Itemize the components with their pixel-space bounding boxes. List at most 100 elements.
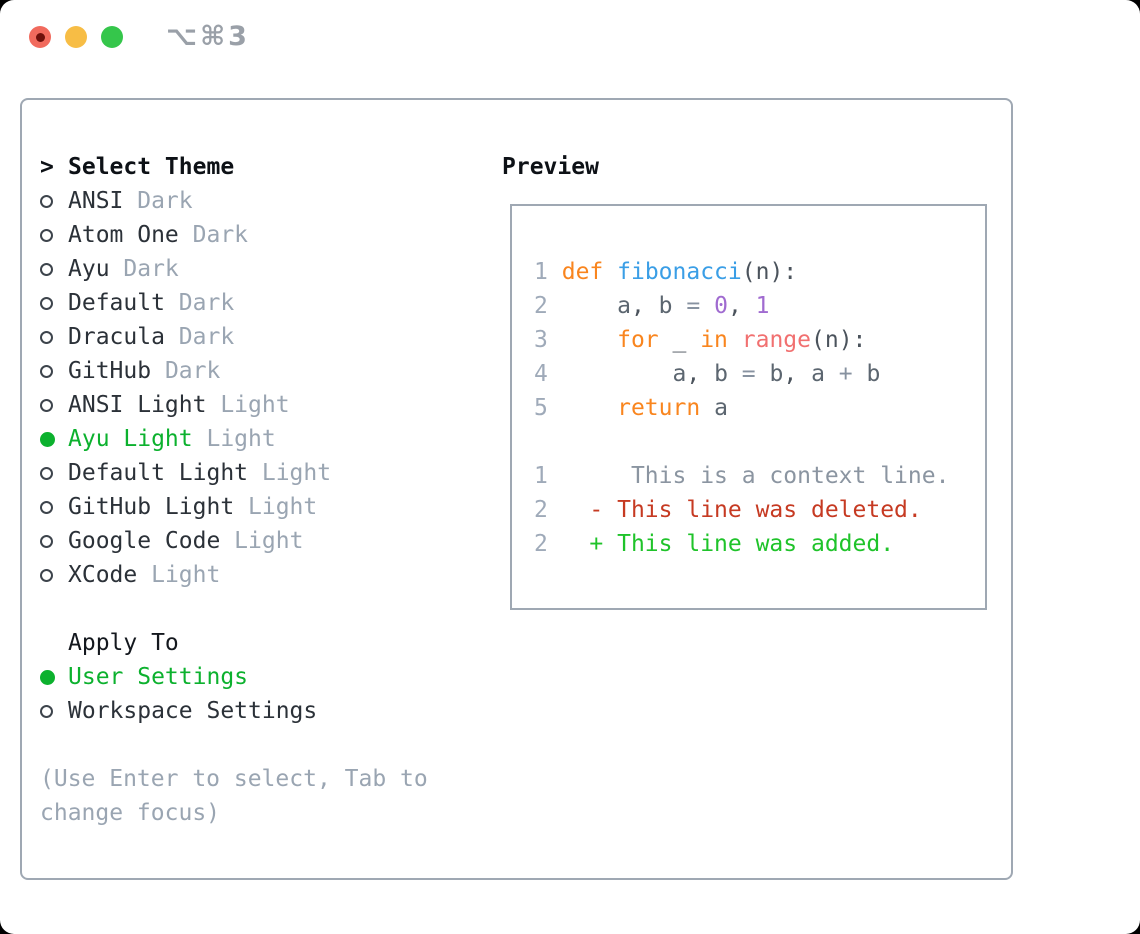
- theme-name: Atom One: [68, 222, 179, 248]
- select-theme-header: > Select Theme: [40, 150, 428, 184]
- code-token: in: [700, 327, 728, 353]
- code-line: 3 for _ in range(n):: [534, 323, 949, 357]
- theme-option-ayu-light[interactable]: Ayu Light Light: [40, 422, 428, 456]
- code-line: 1 def fibonacci(n):: [534, 255, 949, 289]
- apply-option-workspace-settings[interactable]: Workspace Settings: [40, 694, 428, 728]
- code-token: (n):: [811, 327, 867, 353]
- theme-option-ayu[interactable]: Ayu Dark: [40, 252, 428, 286]
- code-token: [562, 361, 673, 387]
- code-line: 5 return a: [534, 391, 949, 425]
- code-line: 2 + This line was added.: [534, 527, 949, 561]
- code-line: 4 a, b = b, a + b: [534, 357, 949, 391]
- radio-icon: [40, 669, 55, 685]
- theme-name: XCode: [68, 562, 138, 588]
- theme-option-xcode[interactable]: XCode Light: [40, 558, 428, 592]
- hint-line: change focus): [40, 800, 221, 826]
- code-line: 1 This is a context line.: [534, 459, 949, 493]
- theme-variant: Dark: [109, 256, 179, 282]
- code-token: (n):: [741, 259, 798, 285]
- theme-name: Dracula: [68, 324, 165, 350]
- code-token: [853, 361, 867, 387]
- apply-to-title: Apply To: [68, 630, 179, 656]
- code-token: - This line was deleted.: [561, 497, 922, 523]
- code-line: 2 - This line was deleted.: [534, 493, 949, 527]
- radio-icon: [40, 534, 53, 548]
- theme-option-ansi[interactable]: ANSI Dark: [40, 184, 428, 218]
- code-token: =: [741, 361, 756, 387]
- code-token: ,: [630, 293, 659, 319]
- apply-option-label: Workspace Settings: [68, 698, 318, 724]
- apply-option-label: User Settings: [68, 664, 249, 690]
- code-token: range: [741, 327, 812, 353]
- radio-icon: [40, 228, 53, 242]
- theme-option-dracula[interactable]: Dracula Dark: [40, 320, 428, 354]
- theme-option-default-light[interactable]: Default Light Light: [40, 456, 428, 490]
- window-controls: [29, 26, 123, 48]
- theme-variant: Light: [206, 392, 290, 418]
- theme-name: Ayu Light: [68, 426, 193, 452]
- theme-variant: Light: [248, 460, 332, 486]
- radio-icon: [40, 296, 53, 310]
- code-token: a: [672, 361, 687, 387]
- theme-variant: Dark: [164, 324, 235, 350]
- radio-icon: [40, 500, 53, 514]
- radio-icon: [40, 262, 53, 276]
- hint-line: (Use Enter to select, Tab to: [40, 766, 428, 792]
- theme-variant: Dark: [151, 358, 221, 384]
- select-theme-title: Select Theme: [68, 154, 235, 180]
- apply-option-user-settings[interactable]: User Settings: [40, 660, 428, 694]
- code-token: def: [561, 259, 604, 285]
- theme-name: ANSI: [68, 188, 124, 214]
- theme-name: Default Light: [68, 460, 249, 486]
- code-token: _: [658, 327, 701, 353]
- spacer: [40, 728, 428, 762]
- theme-option-github[interactable]: GitHub Dark: [40, 354, 428, 388]
- theme-variant: Light: [220, 528, 304, 554]
- theme-variant: Light: [192, 426, 276, 452]
- prompt-caret: >: [40, 154, 54, 180]
- preview-header: Preview: [502, 150, 599, 184]
- code-token: + This line was added.: [561, 531, 895, 557]
- code-token: b: [714, 361, 728, 387]
- maximize-button[interactable]: [101, 26, 123, 48]
- minimize-button[interactable]: [65, 26, 87, 48]
- code-token: [562, 293, 617, 319]
- theme-option-google-code[interactable]: Google Code Light: [40, 524, 428, 558]
- theme-option-atom-one[interactable]: Atom One Dark: [40, 218, 428, 252]
- theme-option-ansi-light[interactable]: ANSI Light Light: [40, 388, 428, 422]
- line-number: 1: [534, 463, 548, 489]
- theme-name: Google Code: [68, 528, 221, 554]
- code-token: [700, 293, 714, 319]
- line-number: 2: [534, 497, 548, 523]
- theme-name: GitHub Light: [68, 494, 235, 520]
- code-line: 2 a, b = 0, 1: [534, 289, 949, 323]
- code-token: a: [811, 361, 825, 387]
- theme-option-default[interactable]: Default Dark: [40, 286, 428, 320]
- line-number: 1: [534, 259, 548, 285]
- theme-variant: Dark: [178, 222, 249, 248]
- radio-icon: [40, 398, 53, 412]
- code-token: fibonacci: [617, 259, 742, 285]
- line-number: 2: [534, 293, 548, 319]
- code-token: [562, 327, 617, 353]
- code-token: [728, 327, 742, 353]
- close-dot-icon: [35, 32, 45, 42]
- line-number: 3: [534, 327, 548, 353]
- line-number: 5: [534, 395, 548, 421]
- close-button[interactable]: [29, 26, 51, 48]
- spacer: [40, 592, 428, 626]
- code-token: [756, 361, 770, 387]
- line-number: 4: [534, 361, 548, 387]
- code-token: for: [617, 327, 659, 353]
- theme-variant: Dark: [123, 188, 193, 214]
- radio-icon: [40, 466, 53, 480]
- theme-option-github-light[interactable]: GitHub Light Light: [40, 490, 428, 524]
- code-token: [603, 259, 617, 285]
- code-token: 1: [755, 293, 770, 319]
- theme-variant: Light: [137, 562, 221, 588]
- radio-icon: [40, 431, 55, 447]
